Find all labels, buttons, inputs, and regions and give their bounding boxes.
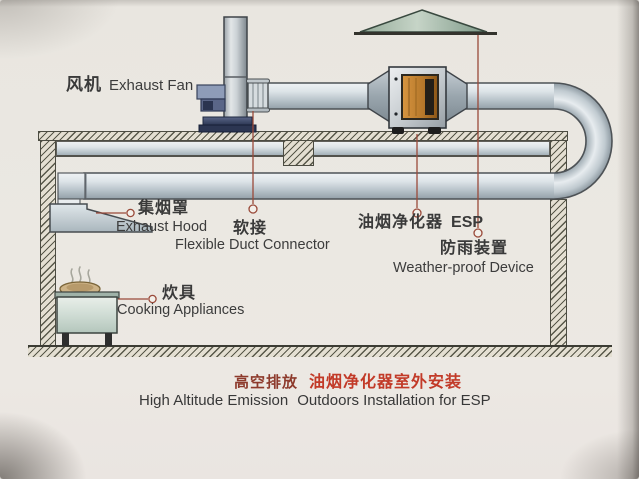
- stove-leg: [62, 333, 69, 346]
- duct-u-bend: [554, 83, 612, 199]
- fan-label-cn: 风机: [66, 75, 102, 94]
- esp-label-cn: 油烟净化器: [358, 214, 444, 231]
- duct-outline: [83, 82, 613, 200]
- esp-unit: [367, 66, 468, 134]
- flexible-label-en: Flexible Duct Connector: [175, 237, 330, 253]
- esp-label: 油烟净化器 ESP: [358, 214, 484, 232]
- esp-bolt: [394, 112, 398, 116]
- stove-leg: [105, 333, 112, 346]
- exhaust-hood-shape: [49, 203, 153, 233]
- rain-cap: [354, 9, 497, 35]
- wok-inner: [66, 283, 94, 292]
- fan-label-en: Exhaust Fan: [109, 77, 194, 94]
- cooking-label-en: Cooking Appliances: [117, 302, 245, 318]
- ceiling-beam: [283, 140, 314, 166]
- leader-dot-esp: [412, 208, 422, 218]
- rain-cap-roof: [359, 9, 488, 33]
- exhaust-stack: [223, 16, 248, 121]
- flexible-connector: [246, 78, 270, 113]
- fan-housing-detail: [203, 101, 213, 110]
- duct-run: [57, 82, 613, 207]
- fan-base-plate: [198, 124, 257, 133]
- esp-outlet-cone: [444, 68, 468, 124]
- leader-dot-cooking: [148, 294, 157, 304]
- left-wall: [40, 140, 56, 346]
- weather-label-en: Weather-proof Device: [393, 260, 534, 276]
- leader-dot-hood: [126, 208, 135, 218]
- caption-cn-right: 油烟净化器室外安装: [309, 374, 463, 391]
- fan-label: 风机 Exhaust Fan: [66, 76, 193, 94]
- esp-label-en: ESP: [451, 214, 484, 231]
- steam-lines: [70, 266, 91, 284]
- caption-chinese: 高空排放 油烟净化器室外安装: [234, 374, 463, 392]
- caption-en-left: High Altitude Emission: [139, 392, 289, 409]
- exhaust-stack-and-fan: [196, 16, 270, 133]
- esp-foot: [428, 127, 441, 134]
- hood-riser-stub: [57, 172, 86, 200]
- flexible-label-cn: 软接: [233, 220, 268, 237]
- cooking-label-cn: 炊具: [162, 285, 197, 302]
- weather-label-cn: 防雨装置: [440, 240, 509, 257]
- leader-dot-flexible: [248, 204, 258, 214]
- esp-foot: [392, 127, 404, 134]
- caption-cn-left: 高空排放: [234, 374, 299, 391]
- return-duct: [84, 173, 554, 199]
- leader-dot-weather: [473, 228, 483, 238]
- caption-en-right: Outdoors Installation for ESP: [297, 392, 491, 409]
- stove-body: [56, 296, 118, 334]
- caption-english: High Altitude Emission Outdoors Installa…: [139, 393, 491, 409]
- esp-bolt: [394, 77, 398, 81]
- cooking-stove: [54, 266, 120, 346]
- esp-panel-slot: [425, 79, 434, 115]
- hood-label-en: Exhaust Hood: [116, 219, 208, 235]
- ground: [28, 345, 612, 357]
- leader-lines: [96, 35, 483, 304]
- right-wall-lower: [550, 199, 567, 346]
- fan-motor: [196, 84, 226, 100]
- right-wall-upper: [550, 140, 567, 174]
- esp-inlet-cone: [367, 68, 391, 124]
- hood-label-cn: 集烟罩: [138, 200, 190, 217]
